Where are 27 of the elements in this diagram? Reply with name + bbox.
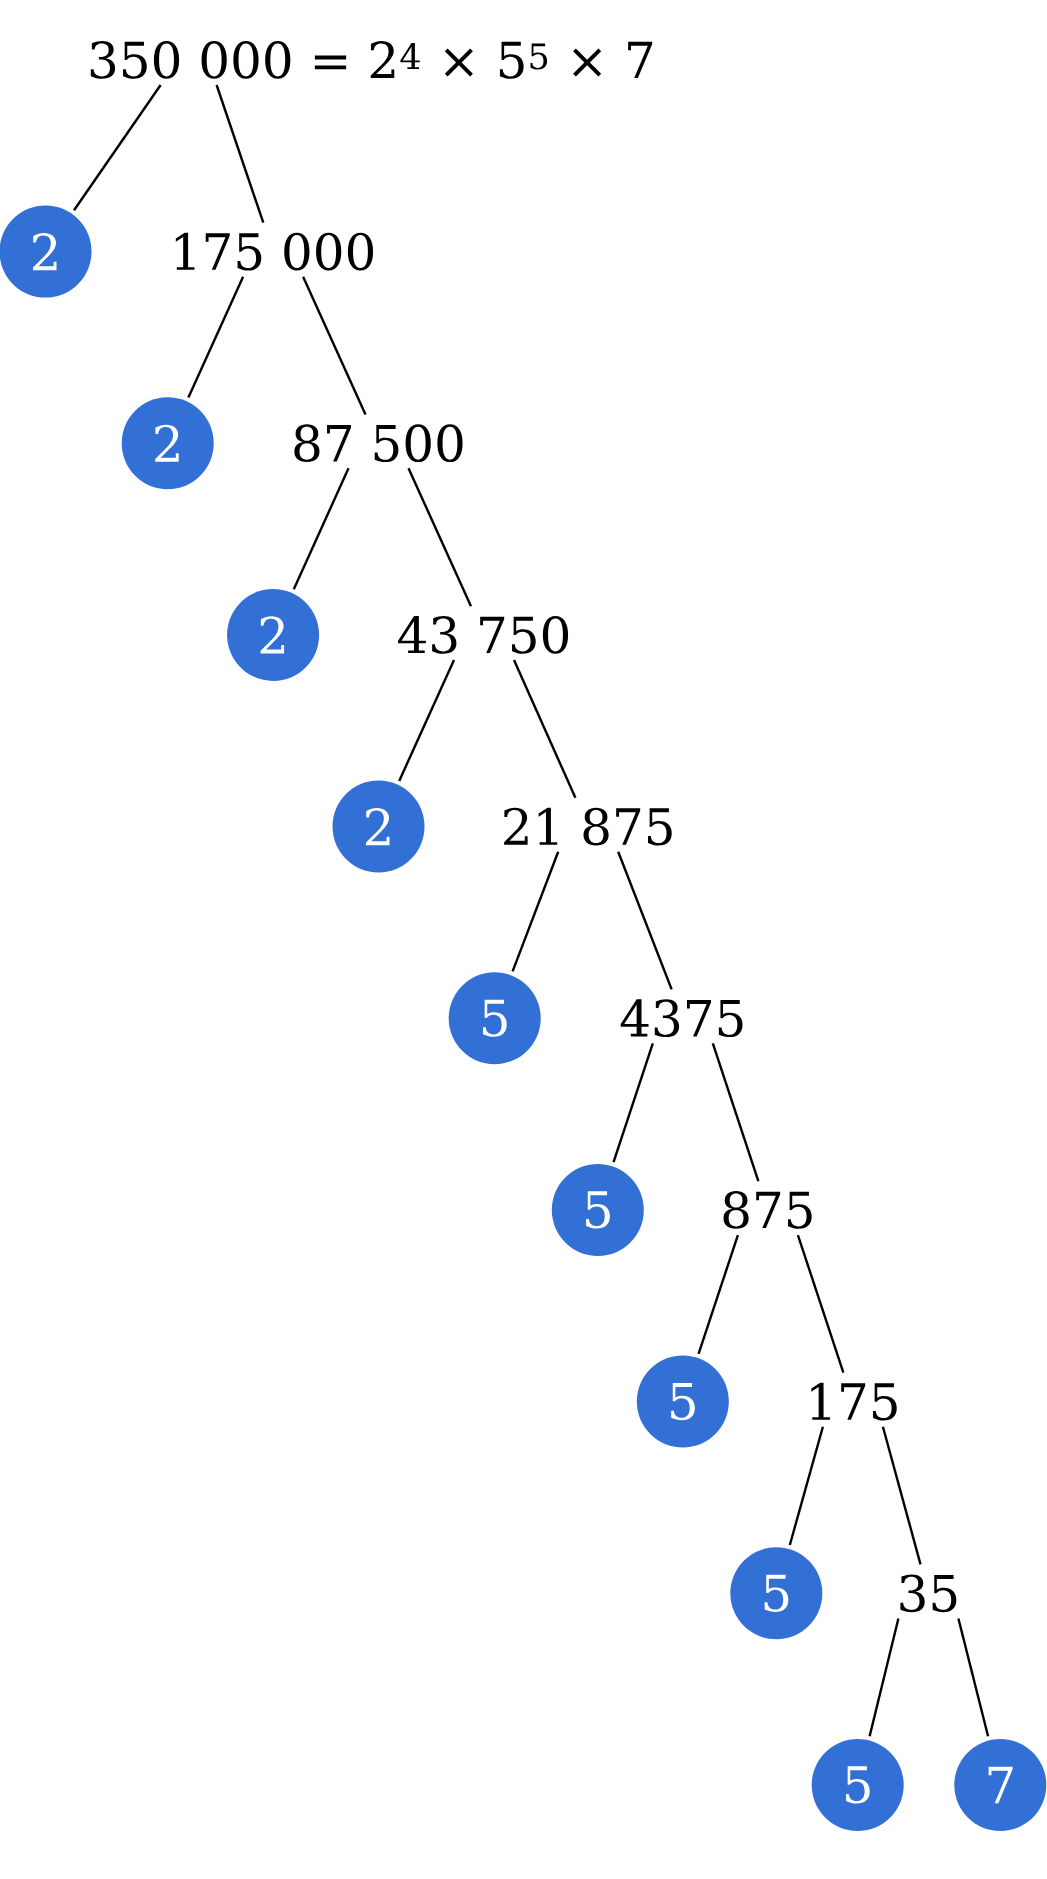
- number: 87 500: [294, 424, 463, 463]
- number: 875: [723, 1191, 812, 1229]
- branch-line: [957, 1618, 990, 1737]
- branch-line: [796, 1234, 845, 1374]
- branch-line: [398, 659, 456, 782]
- branch-line: [511, 851, 560, 972]
- branch-line: [187, 276, 245, 398]
- number: 175: [811, 1382, 897, 1421]
- branch-line: [302, 276, 367, 415]
- branch-line: [868, 1618, 900, 1737]
- branch-line: [697, 1234, 740, 1355]
- number: 35: [900, 1574, 957, 1613]
- branch-line: [292, 467, 350, 590]
- branch-line: [215, 84, 265, 224]
- number: 21 875: [504, 807, 672, 846]
- branch-line: [881, 1426, 922, 1565]
- number: 175 000: [175, 232, 374, 271]
- branch-line: [788, 1426, 825, 1546]
- branch-line: [512, 659, 577, 799]
- branch-line: [407, 467, 473, 607]
- branch-line: [711, 1042, 760, 1182]
- number: 350 000 = 2$^{4}$ × 5$^{5}$ × 7: [90, 41, 653, 79]
- branch-line: [617, 851, 673, 990]
- number: 43 750: [398, 616, 569, 654]
- number: 4375: [620, 999, 743, 1038]
- branch-line: [73, 84, 162, 211]
- branch-line: [612, 1042, 654, 1163]
